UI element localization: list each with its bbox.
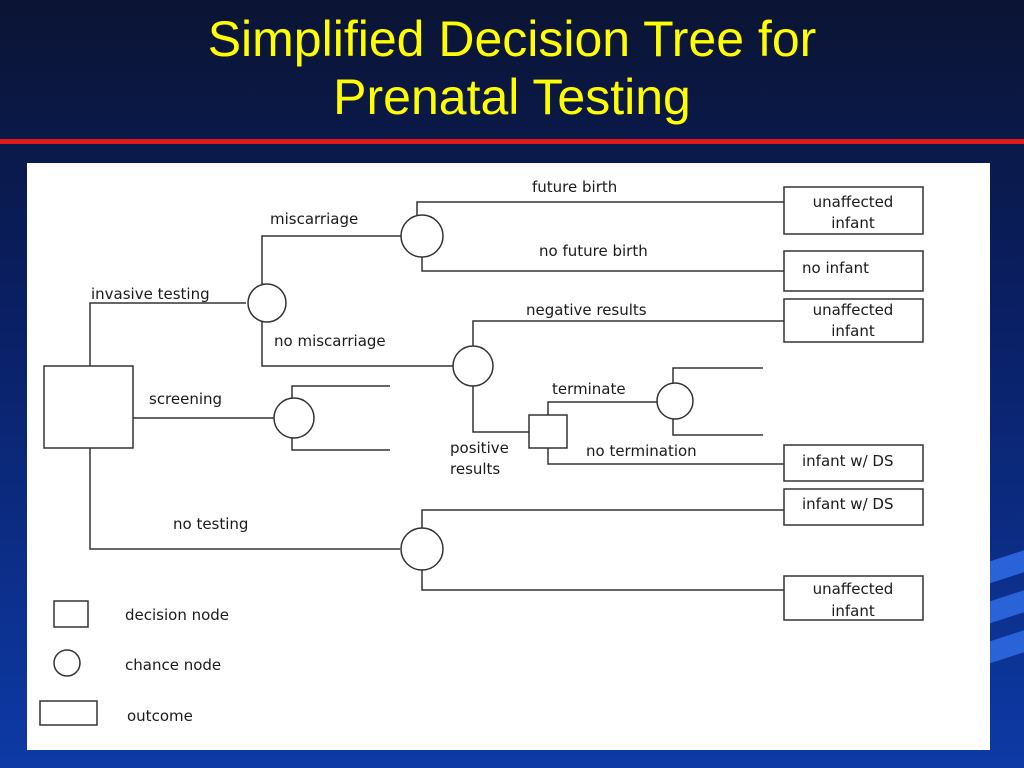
decision-node-positive: [528, 414, 568, 449]
outcome-infant-ds-2: infant w/ DS: [783, 488, 924, 526]
title-line-1: Simplified Decision Tree for: [207, 11, 817, 67]
legend-outcome-label: outcome: [127, 707, 193, 725]
label-no-termination: no termination: [586, 442, 697, 460]
connector-terminate: [547, 401, 658, 415]
tree-connectors: [89, 201, 784, 591]
legend-decision-node-swatch: [53, 600, 89, 628]
connector-positive-results: [472, 382, 529, 433]
root-decision-node: [43, 365, 134, 449]
label-future-birth: future birth: [532, 178, 617, 196]
svg-text:infant w/ DS: infant w/ DS: [802, 452, 893, 470]
chance-node-terminate: [656, 382, 694, 420]
connector-no-testing-unaffected: [421, 565, 784, 591]
chance-node-miscarriage: [400, 214, 444, 258]
title-divider: [0, 139, 1024, 144]
connector-terminate-branch-1: [672, 367, 763, 385]
legend-chance-node-label: chance node: [125, 656, 221, 674]
legend-chance-node-swatch: [53, 649, 81, 677]
label-terminate: terminate: [552, 380, 626, 398]
connector-no-testing-ds: [421, 509, 784, 533]
connector-invasive-testing: [89, 302, 246, 366]
svg-text:infant: infant: [831, 214, 875, 232]
chance-node-screening: [273, 397, 315, 439]
label-invasive-testing: invasive testing: [91, 285, 210, 303]
connector-miscarriage: [261, 235, 420, 286]
label-no-miscarriage: no miscarriage: [274, 332, 386, 350]
connector-screening-branch-2: [291, 434, 390, 451]
label-miscarriage: miscarriage: [270, 210, 358, 228]
connector-future-birth: [416, 201, 784, 220]
connector-no-miscarriage: [261, 319, 467, 367]
svg-text:no infant: no infant: [802, 259, 869, 277]
chance-node-invasive: [247, 283, 287, 323]
chance-node-no-miscarriage: [452, 345, 494, 387]
svg-text:unaffected: unaffected: [813, 193, 894, 211]
chance-node-no-testing: [400, 527, 444, 571]
connector-no-termination: [547, 448, 784, 465]
connector-no-future-birth: [421, 252, 784, 272]
connector-terminate-branch-2: [672, 417, 763, 436]
decision-tree-diagram: unaffected infant no infant unaffected i…: [39, 178, 924, 726]
label-negative-results: negative results: [526, 301, 647, 319]
svg-text:infant w/ DS: infant w/ DS: [802, 495, 893, 513]
legend-decision-node-label: decision node: [125, 606, 229, 624]
outcome-no-infant: no infant: [783, 250, 924, 292]
outcome-unaffected-infant-3: unaffected infant: [783, 575, 924, 621]
svg-text:infant: infant: [831, 602, 875, 620]
title-line-2: Prenatal Testing: [333, 69, 691, 125]
outcome-unaffected-infant-2: unaffected infant: [783, 298, 924, 343]
legend: decision node chance node outcome: [39, 600, 229, 726]
label-positive-results-line-2: results: [450, 460, 500, 478]
slide-title: Simplified Decision Tree for Prenatal Te…: [0, 0, 1024, 136]
outcome-unaffected-infant-1: unaffected infant: [783, 186, 924, 235]
svg-text:unaffected: unaffected: [813, 301, 894, 319]
diagram-panel: unaffected infant no infant unaffected i…: [27, 163, 990, 750]
connector-no-testing: [89, 448, 400, 550]
label-screening: screening: [149, 390, 222, 408]
outcome-infant-ds-1: infant w/ DS: [783, 444, 924, 482]
connector-negative-results: [472, 320, 784, 350]
connector-screening-branch-1: [291, 385, 390, 402]
svg-text:infant: infant: [831, 322, 875, 340]
label-positive-results-line-1: positive: [450, 439, 509, 457]
label-no-testing: no testing: [173, 515, 248, 533]
label-no-future-birth: no future birth: [539, 242, 648, 260]
svg-text:unaffected: unaffected: [813, 580, 894, 598]
legend-outcome-swatch: [39, 700, 98, 726]
